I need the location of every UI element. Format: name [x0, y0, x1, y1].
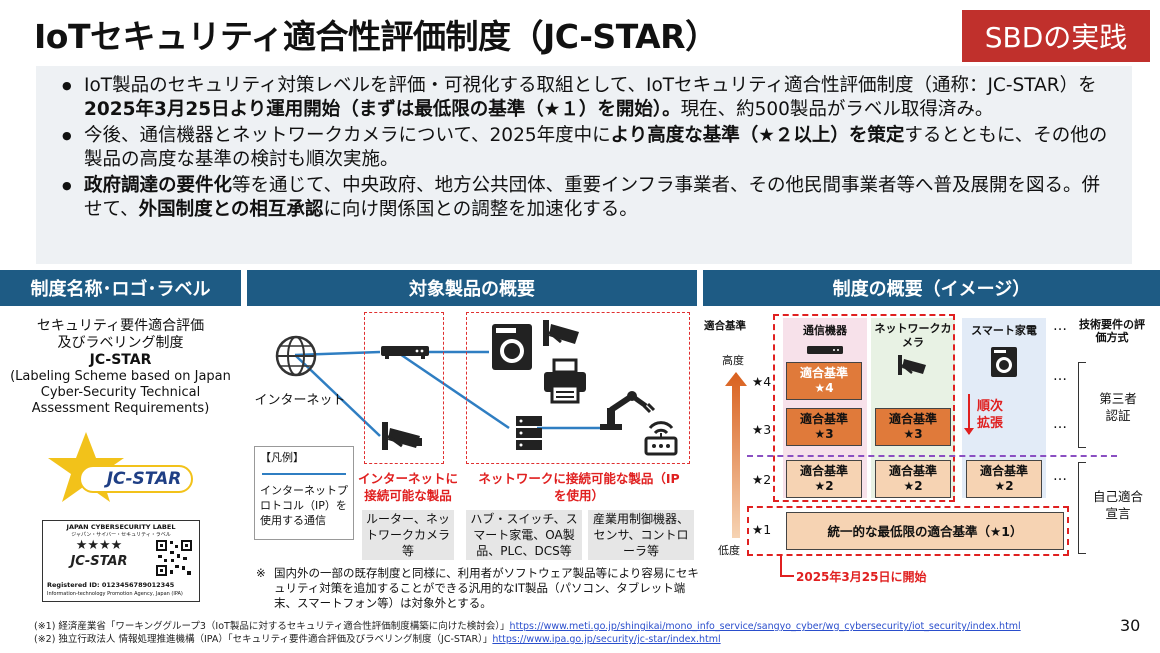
server-icon: [514, 414, 544, 452]
level-2-comm: 適合基準 ★2: [786, 460, 862, 498]
router-icon: [379, 342, 431, 360]
ellipsis-2: …: [1053, 468, 1067, 484]
category-network-title: ネットワークに接続可能な製品（IPを使用）: [478, 471, 680, 503]
star-4-label: ★4: [752, 374, 772, 389]
summary-bullet-3: 政府調達の要件化等を通じて、中央政府、地方公共団体、重要インフラ事業者、その他民…: [62, 174, 1116, 222]
summary-bullet-2: 今後、通信機器とネットワークカメラについて、2025年度中により高度な基準（★２…: [62, 124, 1116, 172]
category-internet-title: インターネットに接続可能な製品: [357, 471, 458, 503]
network-lines: [294, 350, 605, 437]
bracket-self: [1078, 462, 1086, 554]
printer-icon: [542, 358, 588, 404]
footnote-2: (※2) 独立行政法人 情報処理推進機構（IPA）「セキュリティ要件適合評価及び…: [34, 634, 721, 645]
sbd-badge: SBDの実践: [962, 10, 1150, 62]
level-2-home: 適合基準 ★2: [966, 460, 1042, 498]
globe-icon: [274, 334, 318, 378]
divider-purple: [747, 455, 1117, 457]
self-declaration-label: 自己適合 宣言: [1092, 489, 1143, 521]
sensor-icon: [636, 416, 686, 456]
section-header-scheme: 制度の概要（イメージ）: [703, 270, 1160, 306]
summary-box: IoT製品のセキュリティ対策レベルを評価・可視化する取組として、IoTセキュリテ…: [36, 66, 1132, 264]
level-4-comm: 適合基準 ★4: [786, 362, 862, 400]
summary-bullet-1: IoT製品のセキュリティ対策レベルを評価・可視化する取組として、IoTセキュリテ…: [62, 74, 1116, 122]
axis-title: 適合基準: [704, 320, 746, 332]
minimum-criteria-region: [747, 506, 1069, 556]
section-header-products: 対象製品の概要: [247, 270, 697, 306]
start-connector: [780, 556, 782, 576]
page-number: 30: [1120, 616, 1141, 635]
footnote-1: (※1) 経済産業省「ワーキンググループ3（IoT製品に対するセキュリティ適合性…: [34, 621, 1021, 632]
star-1-label: ★1: [752, 522, 772, 537]
example-internet: ルーター、ネットワークカメラ等: [362, 510, 454, 560]
internet-label: インターネット: [254, 393, 346, 408]
camera-icon-2: [541, 318, 583, 352]
network-product-box: [466, 312, 690, 464]
level-1-unified: 統一的な最低限の適合基準（★1）: [786, 512, 1064, 550]
qr-code-icon: [155, 539, 193, 577]
example-industrial: 産業用制御機器、センサ、コントローラ等: [588, 510, 694, 560]
scheme-name: セキュリティ要件適合評価 及びラベリング制度 JC-STAR (Labeling…: [10, 318, 231, 416]
jc-star-label: JAPAN CYBERSECURITY LABEL ジャパン・サイバー・セキュリ…: [42, 520, 200, 602]
camera-icon-small: [897, 354, 929, 380]
advanced-criteria-region: [773, 314, 955, 502]
method-title: 技術要件の評価方式: [1079, 318, 1145, 344]
page-title: IoTセキュリティ適合性評価制度（JC-STAR）: [34, 17, 718, 56]
ellipsis-header: …: [1053, 318, 1067, 334]
washing-machine-icon: [490, 322, 534, 372]
column-comm-title: 通信機器: [803, 324, 847, 337]
section-header-name-logo: 制度名称･ロゴ･ラベル: [0, 270, 241, 306]
axis-high: 高度: [722, 354, 744, 367]
start-connector-h: [780, 575, 794, 577]
star-3-label: ★3: [752, 422, 772, 437]
level-3-comm: 適合基準 ★3: [786, 408, 862, 446]
industrial-robot-icon: [596, 388, 658, 432]
legend-box: 【凡例】 インターネットプロトコル（IP）を使用する通信: [254, 446, 354, 540]
level-2-camera: 適合基準 ★2: [875, 460, 951, 498]
axis-low: 低度: [718, 544, 740, 557]
start-date-label: 2025年3月25日に開始: [796, 570, 927, 584]
network-camera-icon: [380, 420, 426, 456]
legend-line: [262, 473, 346, 475]
level-3-camera: 適合基準 ★3: [875, 408, 951, 446]
internet-product-box: [364, 312, 444, 464]
expand-label: 順次 拡張: [977, 399, 1004, 431]
ellipsis-4: …: [1053, 368, 1067, 384]
footnote-1-link[interactable]: https://www.meti.go.jp/shingikai/mono_in…: [509, 621, 1021, 632]
label-logo-area: ★★★★ JC-STAR: [70, 538, 128, 570]
jc-star-logo: JC-STAR: [46, 428, 196, 514]
example-network: ハブ・スイッチ、スマート家電、OA製品、PLC、DCS等: [466, 510, 582, 560]
note-mark: ※: [256, 566, 266, 580]
column-camera-title: ネットワークカメラ: [874, 322, 952, 349]
expand-arrow-icon: [963, 392, 975, 436]
scope-note: 国内外の一部の既存制度と同様に、利用者がソフトウェア製品等により容易にセキュリテ…: [274, 566, 699, 610]
ellipsis-3: …: [1053, 416, 1067, 432]
star-2-label: ★2: [752, 472, 772, 487]
up-arrow-icon: [725, 372, 747, 538]
router-icon-small: [806, 342, 844, 356]
footnote-2-link[interactable]: https://www.ipa.go.jp/security/jc-star/i…: [492, 634, 721, 645]
bracket-third-party: [1078, 362, 1086, 448]
column-home-title: スマート家電: [971, 324, 1037, 337]
third-party-label: 第三者 認証: [1099, 391, 1137, 423]
washing-machine-icon-small: [990, 346, 1018, 378]
